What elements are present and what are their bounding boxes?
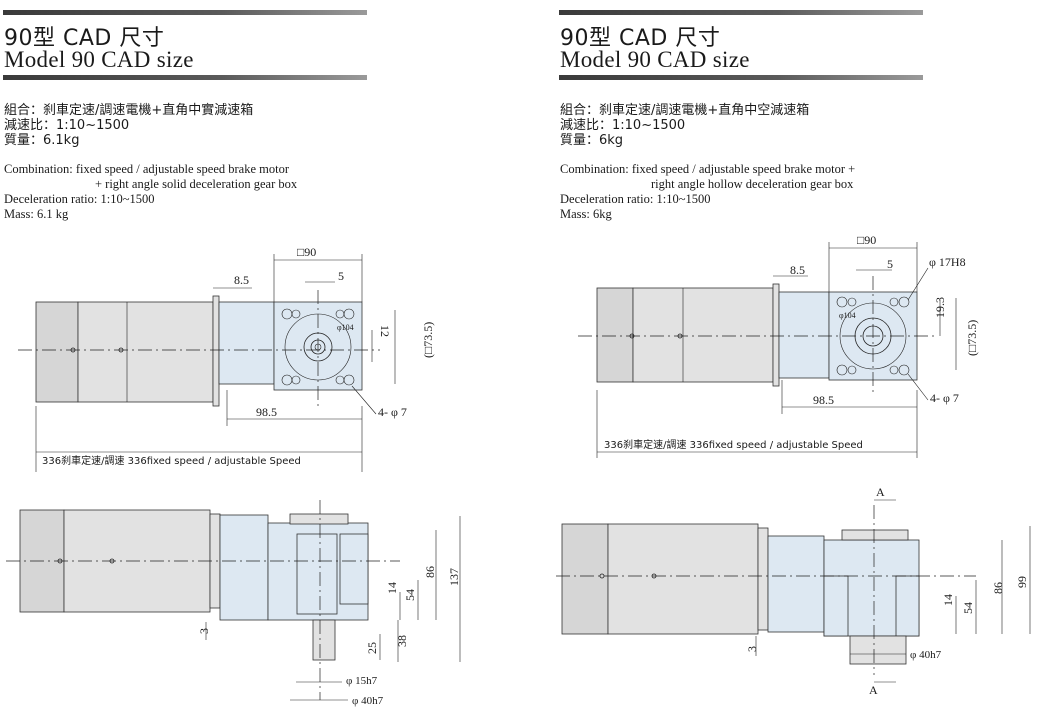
dim-73-5-r: (□73.5)	[965, 320, 979, 356]
side-dim-3: 3	[197, 628, 211, 634]
motor-body	[77, 301, 214, 403]
spec-cn-combination: 組合：刹車定速/調速電機+直角中實減速箱	[4, 103, 254, 118]
side-dim-86: 86	[423, 566, 437, 578]
dim-19-3: 19.3	[933, 297, 947, 318]
spec-cn-mass-r: 質量：6kg	[560, 133, 624, 148]
dim-5: 5	[338, 269, 344, 283]
spec-en-combination-cont-r: right angle hollow deceleration gear box	[651, 177, 854, 191]
dim-98-5: 98.5	[256, 405, 277, 419]
gearbox-side-r	[767, 535, 825, 633]
left-side-view: 14 54 86 137 38 25 3 φ 15h7 φ 40h7	[6, 500, 461, 707]
title-cn-r: 90型 CAD 尺寸	[560, 26, 721, 51]
side-dim-137: 137	[447, 568, 461, 586]
right-top-view: □90 5 8.5 φ 17H8 19.3 (□73.5) φ104 98.5 …	[578, 233, 979, 458]
side-dim-54-r: 54	[961, 602, 975, 614]
dim-8-5: 8.5	[234, 273, 249, 287]
dim-sq90-r: □90	[857, 233, 876, 247]
dim-8-5-r: 8.5	[790, 263, 805, 277]
spec-cn-mass: 質量：6.1kg	[4, 133, 80, 148]
dim-12: 12	[378, 325, 392, 337]
dim-sq90: □90	[297, 245, 316, 259]
title-en: Model 90 CAD size	[4, 47, 194, 72]
flange-dia: φ 40h7	[352, 695, 384, 707]
spec-cn: 組合：刹車定速/調速電機+直角中實減速箱 減速比：1:10~1500 質量：6.…	[4, 103, 253, 148]
side-dim-54: 54	[403, 589, 417, 601]
spec-en-combination: Combination: fixed speed / adjustable sp…	[4, 162, 289, 176]
header-rule-bottom	[3, 75, 367, 80]
spec-cn-ratio: 減速比：1:10~1500	[4, 118, 130, 133]
bore-dia: φ 17H8	[929, 255, 966, 269]
side-dim-3-r: 3	[745, 646, 759, 652]
motor-body-r	[632, 287, 774, 383]
spec-en: Combination: fixed speed / adjustable sp…	[4, 162, 297, 222]
dim-98-5-r: 98.5	[813, 393, 834, 407]
brake-cover-r	[596, 287, 634, 383]
shaft-dia: φ 15h7	[346, 675, 378, 687]
section-a-top: A	[876, 485, 885, 499]
spec-en-ratio: Deceleration ratio: 1:10~1500	[4, 192, 155, 206]
side-dim-14: 14	[385, 582, 399, 594]
motor-body-side-r	[607, 523, 759, 635]
side-dim-25: 25	[365, 642, 379, 654]
left-top-view: □90 5 8.5 12 (□73.5) φ104 98.5 4- φ 7 33…	[18, 245, 435, 472]
title-en-r: Model 90 CAD size	[560, 47, 750, 72]
spec-cn-r: 組合：刹車定速/調速電機+直角中空減速箱 減速比：1:10~1500 質量：6k…	[560, 103, 809, 148]
gearbox-housing	[218, 301, 275, 385]
dim-5-r: 5	[887, 257, 893, 271]
side-dim-86-r: 86	[991, 582, 1005, 594]
flange-dia-r: φ 40h7	[910, 649, 942, 661]
dim-holes: 4- φ 7	[378, 405, 407, 419]
right-cad-drawing: □90 5 8.5 φ 17H8 19.3 (□73.5) φ104 98.5 …	[556, 233, 1031, 697]
dim-total-length: 336刹車定速/調速 336fixed speed / adjustable S…	[42, 454, 301, 467]
dim-holes-r: 4- φ 7	[930, 391, 959, 405]
dim-phi104-r: φ104	[839, 311, 856, 320]
spec-en-ratio-r: Deceleration ratio: 1:10~1500	[560, 192, 711, 206]
header-rule-top	[3, 10, 367, 15]
header-rule-bottom-r	[559, 75, 923, 80]
title-cn: 90型 CAD 尺寸	[4, 26, 165, 51]
hollow-flange-r	[849, 635, 907, 665]
left-drawing-panel: 90型 CAD 尺寸 Model 90 CAD size 組合：刹車定速/調速電…	[3, 10, 461, 707]
side-dim-99-r: 99	[1015, 576, 1029, 588]
header-rule-top-r	[559, 10, 923, 15]
spec-cn-combination-r: 組合：刹車定速/調速電機+直角中空減速箱	[560, 103, 810, 118]
dim-73-5: (□73.5)	[421, 322, 435, 358]
right-drawing-panel: 90型 CAD 尺寸 Model 90 CAD size 組合：刹車定速/調速電…	[556, 0, 1054, 714]
spec-en-r: Combination: fixed speed / adjustable sp…	[560, 162, 855, 222]
left-cad-drawing: □90 5 8.5 12 (□73.5) φ104 98.5 4- φ 7 33…	[6, 245, 461, 707]
side-dim-14-r: 14	[941, 594, 955, 606]
spec-en-mass-r: Mass: 6kg	[560, 207, 612, 221]
side-dim-38: 38	[395, 635, 409, 647]
spec-cn-ratio-r: 減速比：1:10~1500	[560, 118, 686, 133]
gearbox-housing-r	[778, 291, 830, 379]
section-a-bottom: A	[869, 683, 878, 697]
gearbox-side	[219, 514, 269, 621]
dim-phi104: φ104	[337, 323, 354, 332]
dim-total-length-r: 336刹車定速/調速 336fixed speed / adjustable S…	[604, 438, 863, 451]
spec-en-mass: Mass: 6.1 kg	[4, 207, 69, 221]
spec-en-combination-r: Combination: fixed speed / adjustable sp…	[560, 162, 856, 176]
brake-cover-side-r	[561, 523, 609, 635]
output-shaft	[312, 619, 336, 661]
brake-cover	[35, 301, 79, 403]
right-side-view: A A 14 54 86 99 3 φ 40h7	[556, 485, 1031, 697]
spec-en-combination-cont: + right angle solid deceleration gear bo…	[95, 177, 298, 191]
